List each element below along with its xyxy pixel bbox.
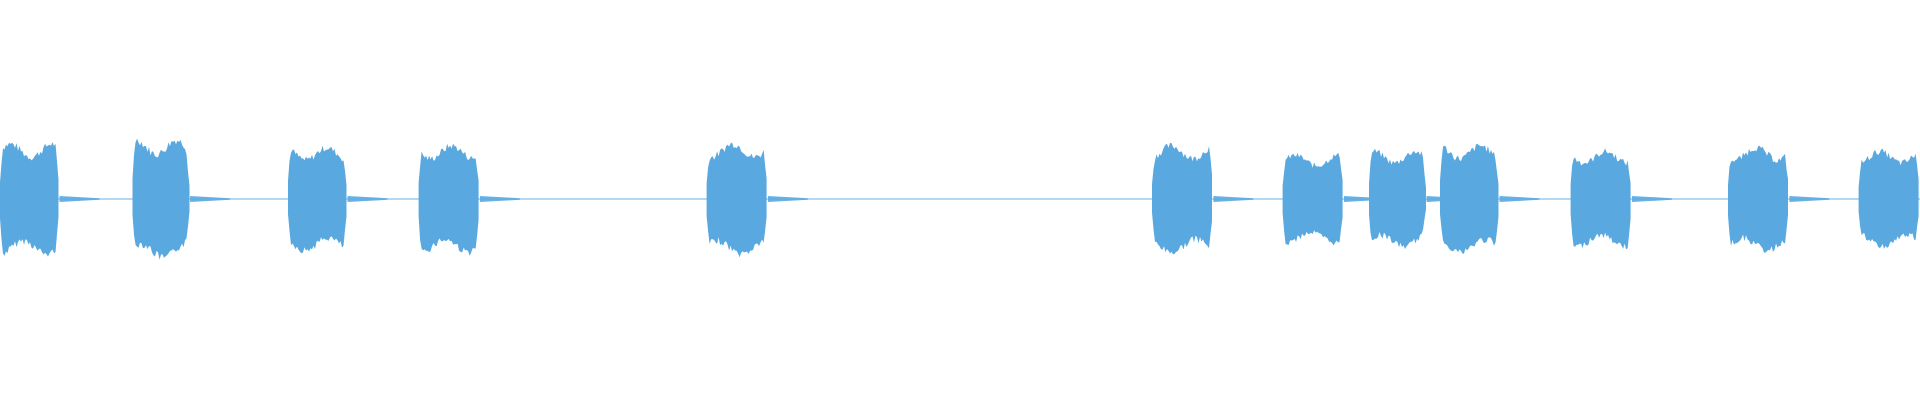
waveform-burst [418,143,479,256]
waveform-tail [1344,196,1384,202]
waveform-burst [1440,144,1499,254]
waveform-burst [288,145,347,254]
waveform-burst [1282,152,1343,246]
waveform-tail [480,196,520,202]
waveform-tail [1789,196,1830,202]
waveform-burst [1728,145,1788,253]
waveform-tail [59,196,100,202]
waveform-burst [1570,148,1631,250]
waveform-segments [0,138,1919,260]
waveform-tail [347,196,388,202]
waveform-burst [706,142,767,258]
center-line [0,198,1920,200]
waveform-tail [1632,196,1672,202]
waveform-tail [768,196,808,202]
waveform-burst [1858,148,1919,249]
waveform-burst [1369,148,1426,250]
waveform-burst [132,138,190,260]
waveform-tail [190,196,231,202]
waveform-burst [0,142,59,257]
waveform-burst [1152,142,1212,255]
waveform-center-line [0,198,1920,200]
waveform-tail [1213,196,1254,202]
waveform-tail [1499,196,1540,202]
